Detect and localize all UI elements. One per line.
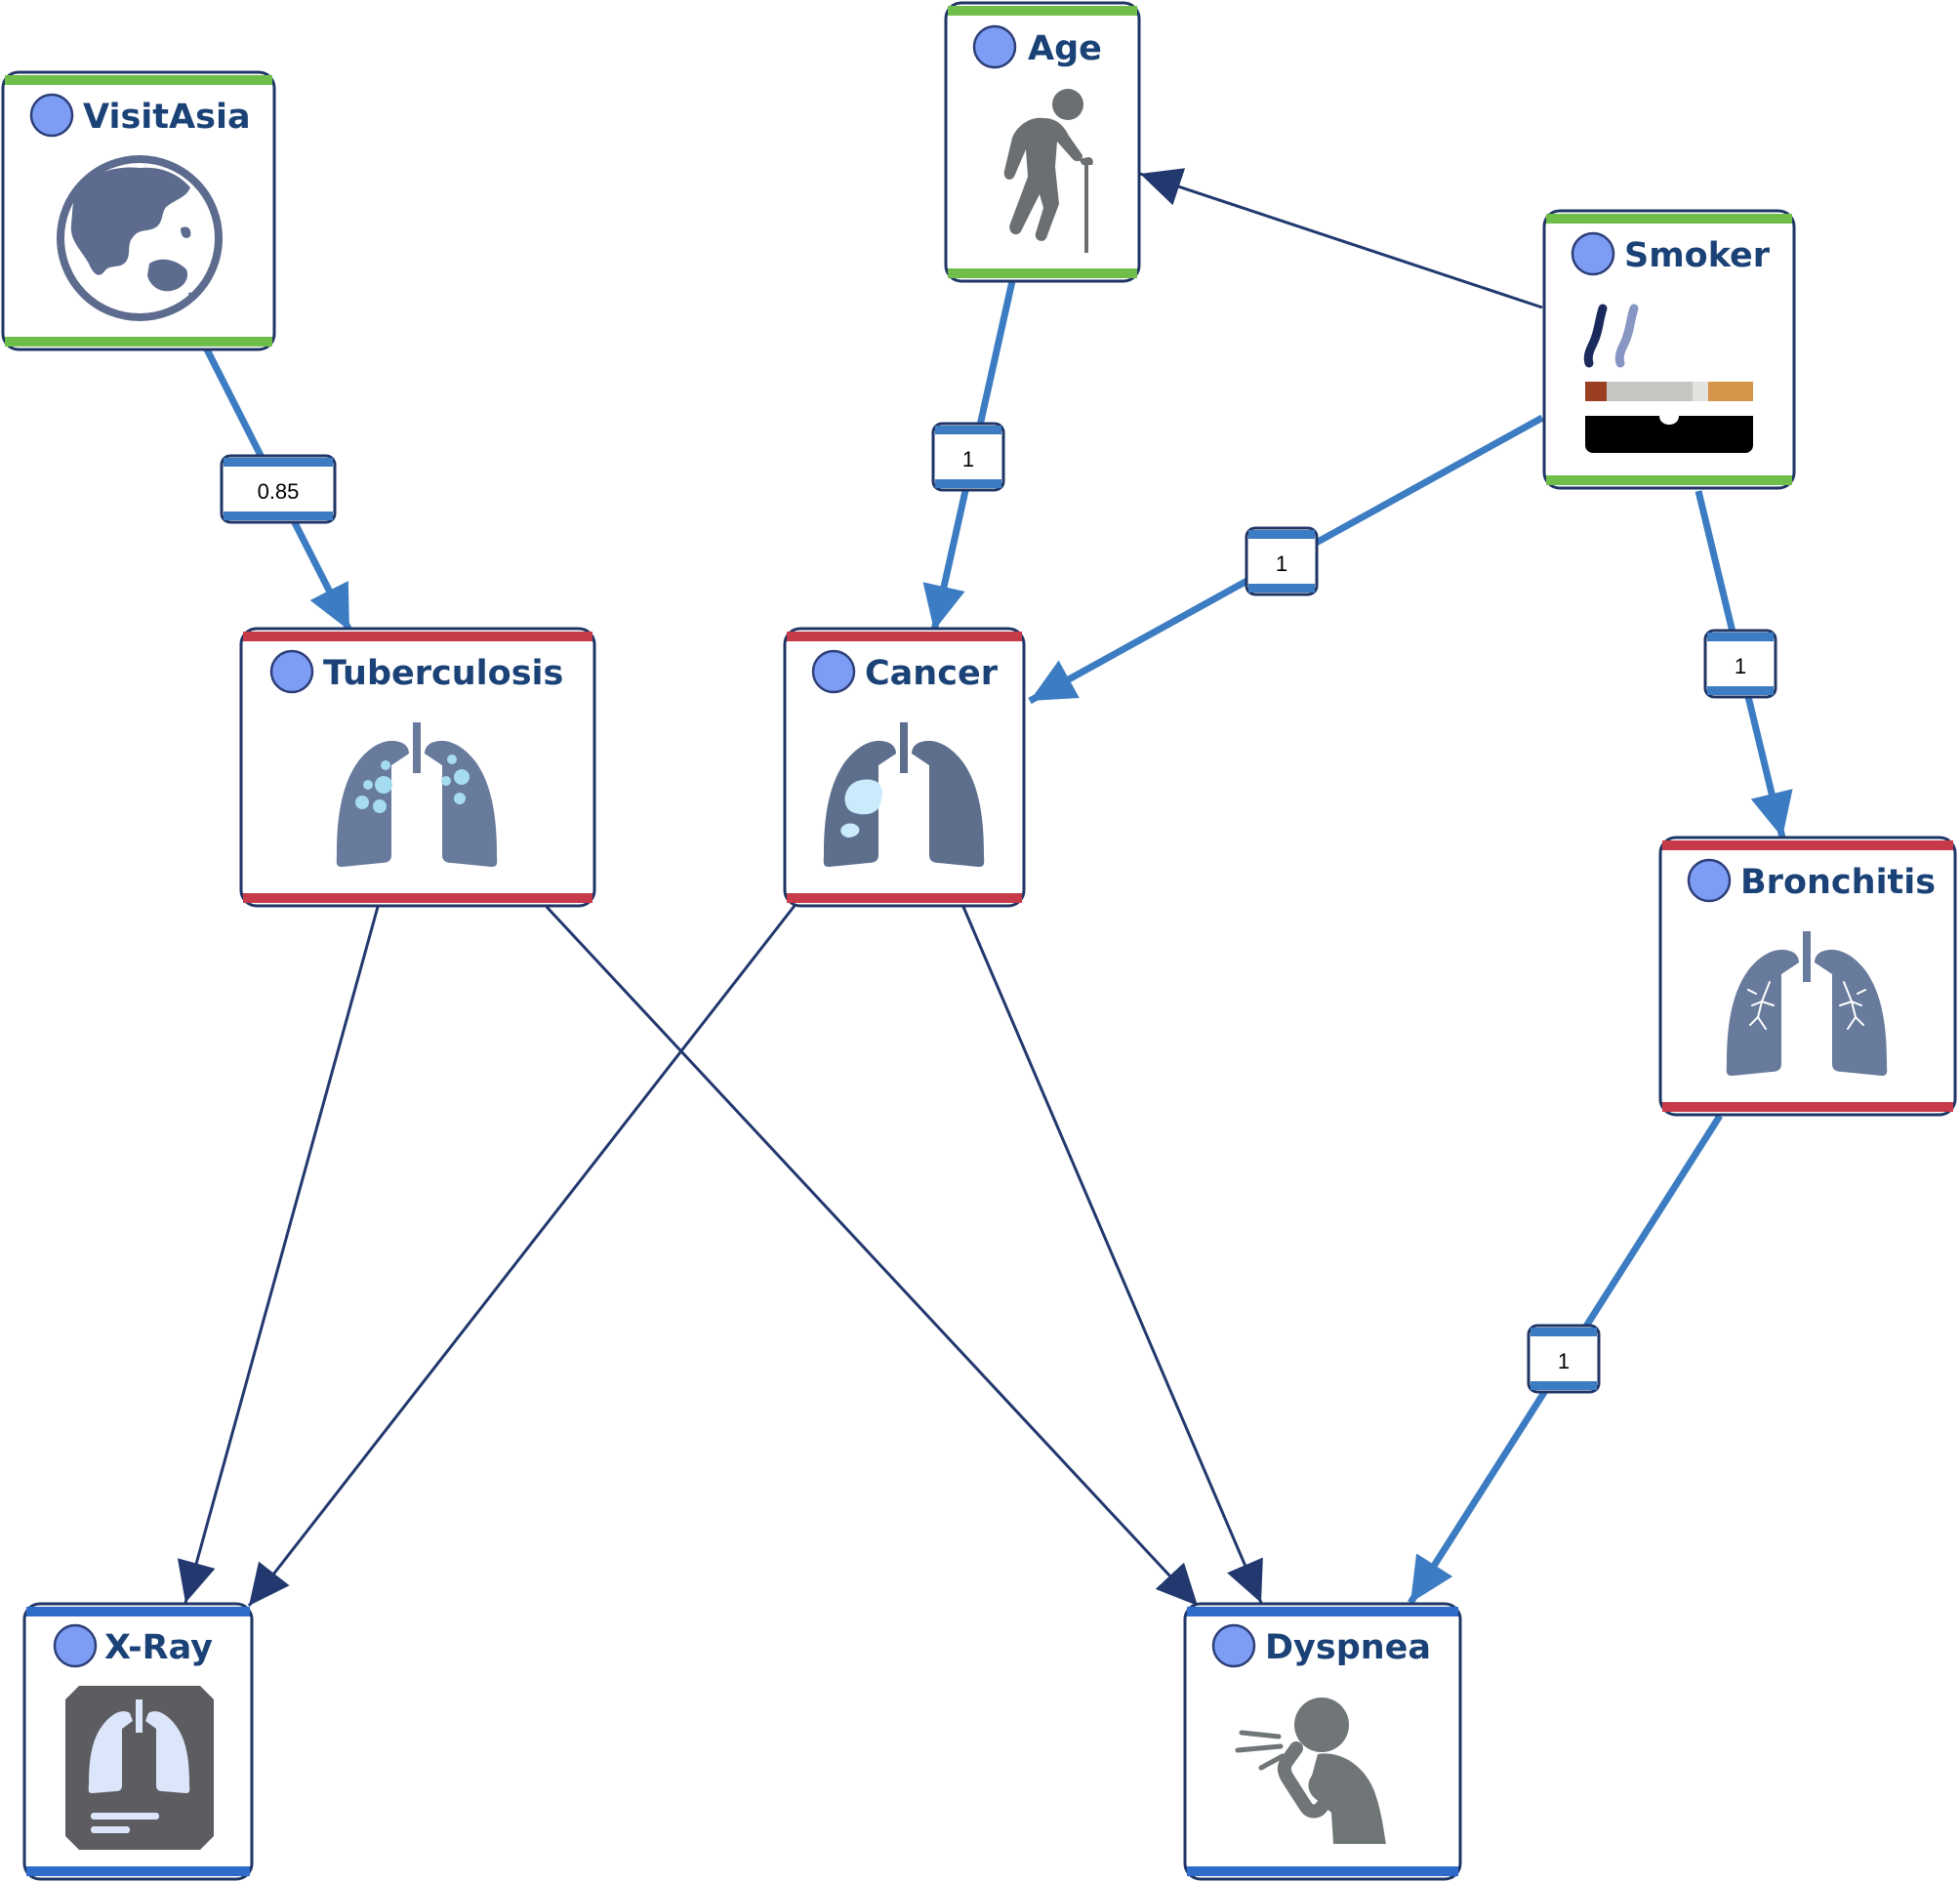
edge-smoker-age[interactable] <box>1139 168 1543 309</box>
edge-weight-text: 1 <box>962 447 974 471</box>
edge-weight-label[interactable]: 1 <box>1245 526 1319 596</box>
node-title: Cancer <box>865 654 999 693</box>
edge-weight-label[interactable]: 1 <box>931 422 1005 492</box>
state-indicator[interactable] <box>53 1623 98 1668</box>
edge-weight-text: 1 <box>1276 552 1287 576</box>
lungs-tumor-icon <box>823 722 985 867</box>
globe-icon <box>57 155 223 321</box>
node-age[interactable]: Age <box>944 1 1141 283</box>
state-indicator[interactable] <box>1687 858 1732 903</box>
elderly-person-icon <box>1003 89 1093 253</box>
edge-weight-text: 1 <box>1558 1349 1570 1373</box>
edge-weight-text: 1 <box>1735 654 1746 678</box>
node-title: Dyspnea <box>1265 1628 1431 1667</box>
coughing-person-icon <box>1235 1698 1386 1844</box>
node-title: X-Ray <box>104 1628 213 1667</box>
edge-weight-label[interactable]: 1 <box>1703 629 1777 699</box>
state-indicator[interactable] <box>269 649 314 694</box>
node-bronchitis[interactable]: Bronchitis <box>1658 836 1957 1117</box>
xray-film-icon <box>65 1686 214 1850</box>
edge-weight-text: 0.85 <box>258 479 300 504</box>
edge-cancer-dyspnea[interactable] <box>961 906 1263 1604</box>
node-title: Bronchitis <box>1740 863 1936 902</box>
node-visitasia[interactable]: VisitAsia <box>1 70 276 351</box>
state-indicator[interactable] <box>811 649 856 694</box>
node-title: Age <box>1028 29 1102 68</box>
cigarette-icon <box>1583 304 1753 453</box>
edge-tuberculosis-xray[interactable] <box>177 906 380 1604</box>
state-indicator[interactable] <box>1571 231 1615 276</box>
edge-weight-label[interactable]: 0.85 <box>220 454 337 524</box>
edge-cancer-xray[interactable] <box>247 901 799 1607</box>
node-dyspnea[interactable]: Dyspnea <box>1183 1602 1462 1881</box>
node-tuberculosis[interactable]: Tuberculosis <box>239 627 596 908</box>
node-cancer[interactable]: Cancer <box>783 627 1026 908</box>
node-smoker[interactable]: Smoker <box>1542 209 1796 490</box>
node-xray[interactable]: X-Ray <box>22 1602 254 1881</box>
node-title: Tuberculosis <box>323 654 563 693</box>
state-indicator[interactable] <box>29 93 74 138</box>
state-indicator[interactable] <box>972 24 1017 69</box>
lungs-bronchi-icon <box>1726 931 1888 1076</box>
node-title: VisitAsia <box>83 98 251 137</box>
edge-weight-label[interactable]: 1 <box>1527 1324 1601 1394</box>
lungs-spots-icon <box>336 722 498 867</box>
state-indicator[interactable] <box>1211 1623 1256 1668</box>
node-title: Smoker <box>1624 236 1771 275</box>
edge-tuberculosis-dyspnea[interactable] <box>545 905 1200 1608</box>
